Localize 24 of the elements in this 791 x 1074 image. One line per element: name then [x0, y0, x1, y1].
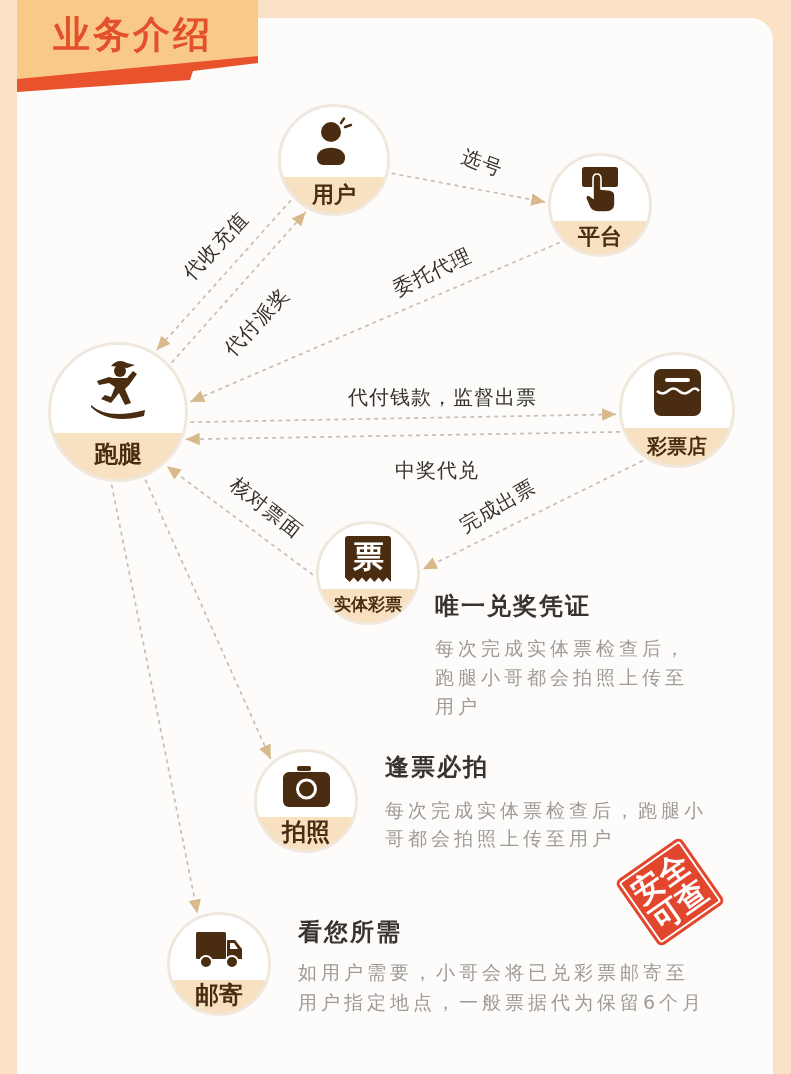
title: 业务介绍	[53, 15, 213, 56]
arrow	[189, 408, 617, 424]
node-label: 彩票店	[647, 434, 707, 458]
feature-description: 如用户需要，小哥会将已兑彩票邮寄至用户指定地点，一般票据代为保留6个月	[298, 960, 707, 1015]
arrow	[422, 459, 644, 571]
arrow	[110, 483, 201, 915]
feature-heading: 看您所需	[298, 918, 402, 947]
feature-heading: 逢票必拍	[385, 753, 489, 782]
node-label: 用户	[312, 182, 356, 208]
arrow	[155, 199, 292, 351]
node-label: 拍照	[282, 819, 330, 848]
arrow	[189, 241, 561, 403]
node-label: 跑腿	[94, 441, 142, 470]
feature-heading: 唯一兑奖凭证	[435, 592, 591, 621]
ticket-sign: 票	[345, 536, 391, 582]
arrow	[184, 431, 621, 446]
arrow	[170, 211, 307, 364]
arrow	[165, 465, 314, 576]
node-label: 实体彩票	[334, 595, 402, 615]
node-label: 平台	[578, 224, 622, 250]
arrow	[390, 172, 546, 206]
arrow	[144, 478, 272, 760]
node-label: 邮寄	[195, 982, 243, 1011]
feature-description: 每次完成实体票检查后，跑腿小哥都会拍照上传至用户	[435, 636, 689, 719]
